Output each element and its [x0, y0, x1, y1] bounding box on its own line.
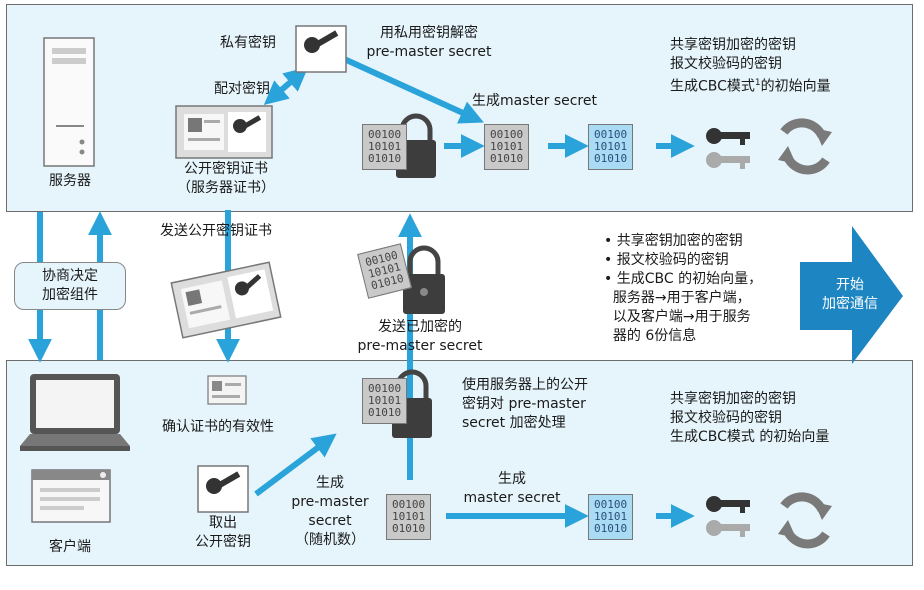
pair-key-label: 配对密钥 — [214, 81, 270, 97]
private-key-label: 私有密钥 — [220, 35, 276, 51]
keys-icon-server — [706, 128, 750, 169]
verify-label: 确认证书的有效性 — [162, 419, 274, 435]
lock-icon-middle — [403, 245, 445, 314]
decrypt-arrow — [340, 55, 484, 124]
private-key-icon — [295, 25, 347, 73]
server-label: 服务器 — [49, 173, 91, 189]
start-arrow — [800, 226, 903, 364]
take-key-label: 取出公开密钥 — [195, 515, 251, 550]
keys-icon-client — [706, 496, 750, 537]
public-key-icon — [197, 465, 249, 513]
certificate-icon-sent — [170, 261, 282, 339]
server-icon — [43, 37, 95, 167]
pair-key-arrow — [263, 66, 309, 106]
info-bullets: • 共享密钥加密的密钥 • 报文校验码的密钥 • 生成CBC 的初始向量， 服务… — [604, 233, 763, 344]
send-cert-label: 发送公开密钥证书 — [160, 223, 272, 239]
certificate-icon-client — [207, 375, 247, 405]
client-label: 客户端 — [49, 539, 91, 555]
laptop-icon — [20, 374, 130, 451]
gen-master-label-server: 生成master secret — [472, 93, 597, 109]
negotiate-label: 协商决定加密组件 — [14, 262, 126, 310]
certificate-icon-server — [175, 105, 273, 159]
take-key-arrow — [254, 433, 337, 497]
outputs-server: 共享密钥加密的密钥 报文校验码的密钥 生成CBC模式1的初始向量 — [670, 37, 831, 95]
browser-icon — [31, 469, 111, 523]
certificate-label-server: 公开密钥证书（服务器证书） — [177, 161, 275, 196]
outputs-client: 共享密钥加密的密钥报文校验码的密钥生成CBC模式 的初始向量 — [670, 391, 830, 445]
client-panel — [6, 360, 913, 566]
start-label: 开始加密通信 — [822, 277, 878, 312]
